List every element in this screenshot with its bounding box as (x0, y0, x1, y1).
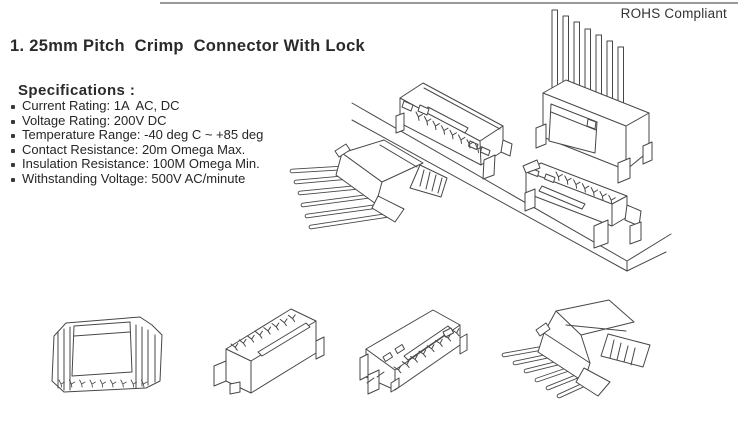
smd-connector-top-view-drawing (51, 316, 163, 393)
vertical-mount-connector-drawing (213, 308, 325, 395)
top-border-rule (160, 2, 738, 4)
page-title: 1. 25mm Pitch Crimp Connector With Lock (10, 37, 366, 55)
spec-item: Current Rating: 1A AC, DC (10, 98, 263, 114)
horizontal-mount-connector-drawing (359, 309, 468, 395)
spec-item: Contact Resistance: 20m Omega Max. (10, 142, 263, 158)
vertical-pin-header-drawing (535, 9, 653, 184)
right-angle-smt-header-drawing (395, 82, 513, 180)
spec-item: Withstanding Voltage: 500V AC/minute (10, 171, 263, 187)
rohs-compliant-badge: ROHS Compliant (620, 6, 727, 21)
spec-item: Voltage Rating: 200V DC (10, 113, 263, 129)
specifications-list: Current Rating: 1A AC, DC Voltage Rating… (10, 98, 263, 187)
crimp-housing-with-wires-drawing (289, 139, 448, 230)
crimp-housing-with-wires-2-drawing (501, 299, 651, 399)
spec-item: Insulation Resistance: 100M Omega Min. (10, 156, 263, 172)
spec-item: Temperature Range: -40 deg C ~ +85 deg (10, 127, 263, 143)
specifications-heading: Specifications : (18, 82, 136, 99)
low-profile-smt-header-drawing (522, 159, 642, 249)
